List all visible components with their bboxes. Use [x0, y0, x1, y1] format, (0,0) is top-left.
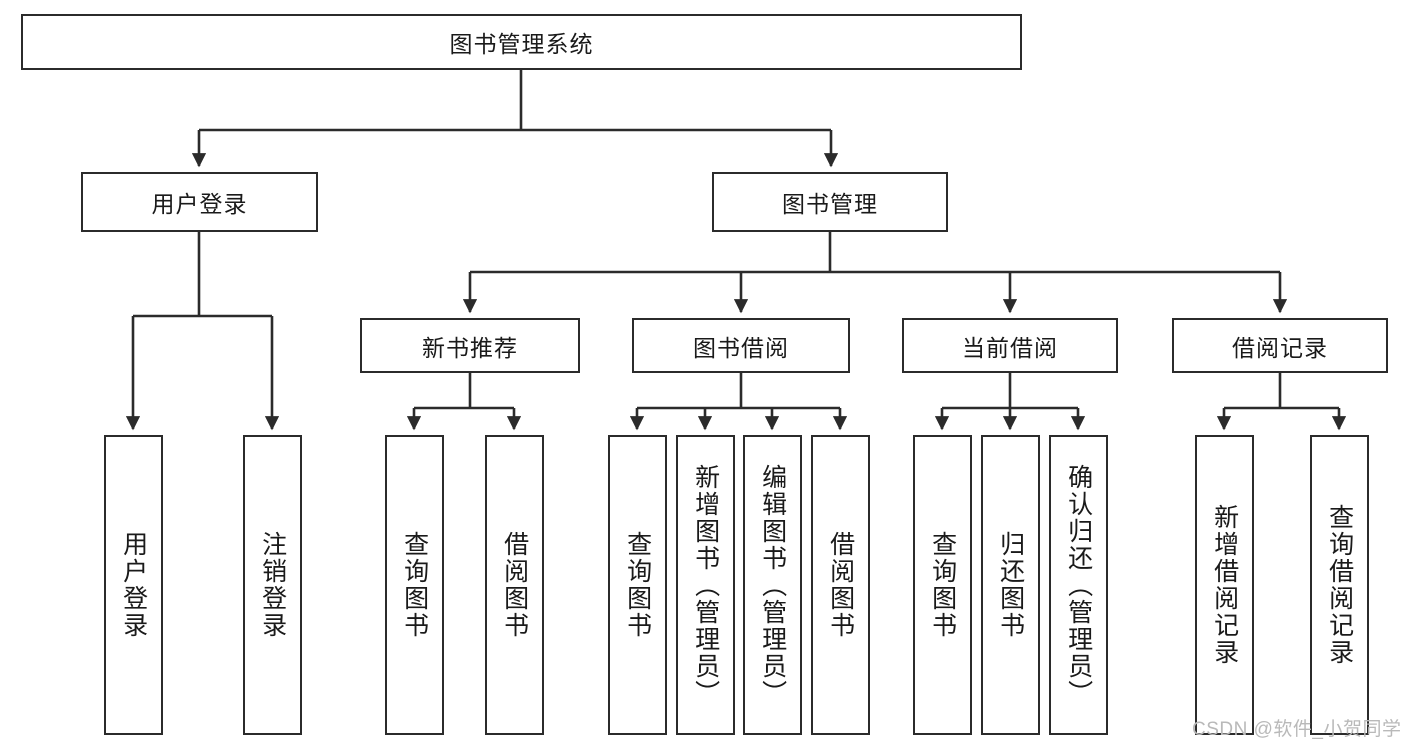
node-leaf-query-book-new[interactable]: 查询图书 [385, 435, 444, 735]
node-leaf-query-record-label: 查询借阅记录 [1325, 504, 1354, 666]
node-current-borrow[interactable]: 当前借阅 [902, 318, 1118, 373]
csdn-watermark: CSDN @软件_小贺同学 [1192, 714, 1401, 741]
node-leaf-query-book-new-label: 查询图书 [400, 531, 429, 639]
node-leaf-return-book[interactable]: 归还图书 [981, 435, 1040, 735]
node-book-management[interactable]: 图书管理 [712, 172, 948, 232]
node-leaf-user-login[interactable]: 用户登录 [104, 435, 163, 735]
node-leaf-query-book-borrow-label: 查询图书 [623, 531, 652, 639]
node-leaf-add-record[interactable]: 新增借阅记录 [1195, 435, 1254, 735]
node-leaf-add-book[interactable]: 新增图书（管理员） [676, 435, 735, 735]
node-leaf-add-book-label: 新增图书（管理员） [691, 463, 720, 707]
node-leaf-return-book-label: 归还图书 [996, 531, 1025, 639]
node-leaf-logout-label: 注销登录 [258, 531, 287, 639]
csdn-watermark-text: CSDN @软件_小贺同学 [1192, 719, 1402, 740]
node-borrow-records[interactable]: 借阅记录 [1172, 318, 1388, 373]
node-leaf-query-book-current[interactable]: 查询图书 [913, 435, 972, 735]
node-leaf-add-record-label: 新增借阅记录 [1210, 504, 1239, 666]
node-leaf-query-record[interactable]: 查询借阅记录 [1310, 435, 1369, 735]
node-leaf-logout[interactable]: 注销登录 [243, 435, 302, 735]
node-leaf-borrow-book-new[interactable]: 借阅图书 [485, 435, 544, 735]
node-leaf-confirm-return-label: 确认归还（管理员） [1064, 463, 1093, 707]
node-leaf-borrow-book[interactable]: 借阅图书 [811, 435, 870, 735]
node-leaf-edit-book-label: 编辑图书（管理员） [758, 463, 787, 707]
node-book-borrow[interactable]: 图书借阅 [632, 318, 850, 373]
node-borrow-records-label: 借阅记录 [1232, 334, 1328, 361]
node-leaf-user-login-label: 用户登录 [119, 531, 148, 639]
node-user-login-label: 用户登录 [151, 191, 248, 217]
node-book-management-label: 图书管理 [782, 191, 878, 217]
node-book-borrow-label: 图书借阅 [693, 334, 789, 361]
node-root[interactable]: 图书管理系统 [21, 14, 1022, 70]
node-leaf-query-book-current-label: 查询图书 [928, 531, 957, 639]
node-leaf-borrow-book-label: 借阅图书 [826, 531, 855, 639]
node-root-label: 图书管理系统 [449, 31, 594, 57]
node-leaf-confirm-return[interactable]: 确认归还（管理员） [1049, 435, 1108, 735]
node-leaf-edit-book[interactable]: 编辑图书（管理员） [743, 435, 802, 735]
node-leaf-query-book-borrow[interactable]: 查询图书 [608, 435, 667, 735]
node-new-book-recommend[interactable]: 新书推荐 [360, 318, 580, 373]
node-user-login[interactable]: 用户登录 [81, 172, 318, 232]
node-current-borrow-label: 当前借阅 [962, 334, 1058, 361]
node-new-book-recommend-label: 新书推荐 [422, 334, 518, 361]
node-leaf-borrow-book-new-label: 借阅图书 [500, 531, 529, 639]
